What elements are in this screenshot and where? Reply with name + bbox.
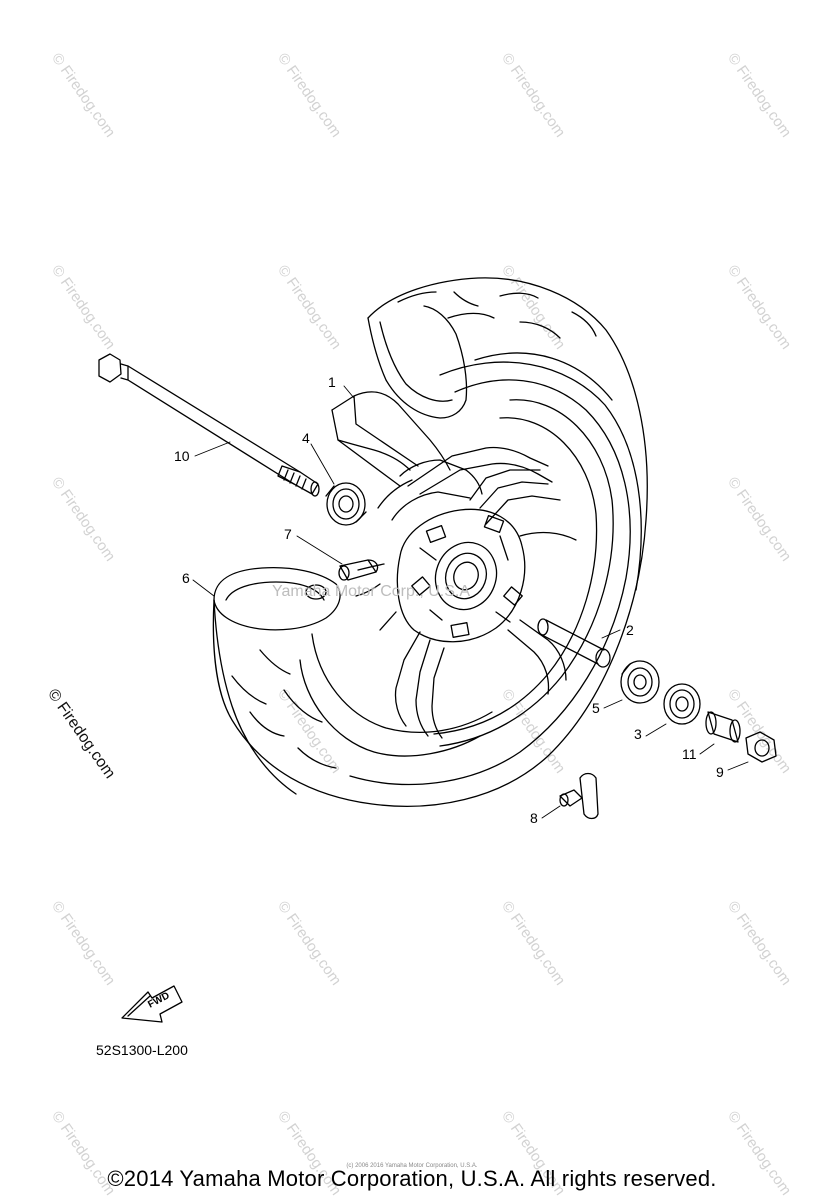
callout-6: 6 [182, 570, 190, 586]
callout-10: 10 [174, 448, 190, 464]
tire-section-part-6 [213, 566, 341, 795]
callout-11: 11 [682, 746, 697, 762]
callout-4: 4 [302, 430, 310, 446]
center-watermark: Yamaha Motor Corp., U.S.A [272, 583, 470, 600]
tire-drawing [212, 277, 648, 807]
callout-1: 1 [328, 374, 336, 390]
axle-part-10 [98, 353, 320, 497]
collar-part-2 [537, 618, 611, 668]
bearing-part-5 [620, 660, 660, 704]
copyright-notice: ©2014 Yamaha Motor Corporation, U.S.A. A… [107, 1166, 717, 1191]
wheel-rim [355, 446, 577, 739]
callout-5: 5 [592, 700, 600, 716]
seal-part-3 [663, 683, 701, 725]
wheel-hub [396, 508, 526, 643]
spacer-part-7 [338, 559, 379, 581]
callout-7: 7 [284, 526, 292, 542]
bearing-part-4 [325, 482, 367, 526]
fwd-label: FWD [146, 990, 171, 1010]
callout-3: 3 [634, 726, 642, 742]
valve-part-8 [559, 772, 599, 820]
callout-9: 9 [716, 764, 724, 780]
collar-part-11 [705, 711, 741, 743]
callout-2: 2 [626, 622, 634, 638]
nut-part-9 [745, 731, 777, 763]
leader-lines [192, 385, 749, 819]
callout-8: 8 [530, 810, 538, 826]
diagram-code: 52S1300-L200 [96, 1042, 188, 1058]
fwd-arrow-icon: FWD [121, 985, 183, 1023]
fine-print: (c) 2006 2016 Yamaha Motor Corporation, … [346, 1163, 478, 1169]
